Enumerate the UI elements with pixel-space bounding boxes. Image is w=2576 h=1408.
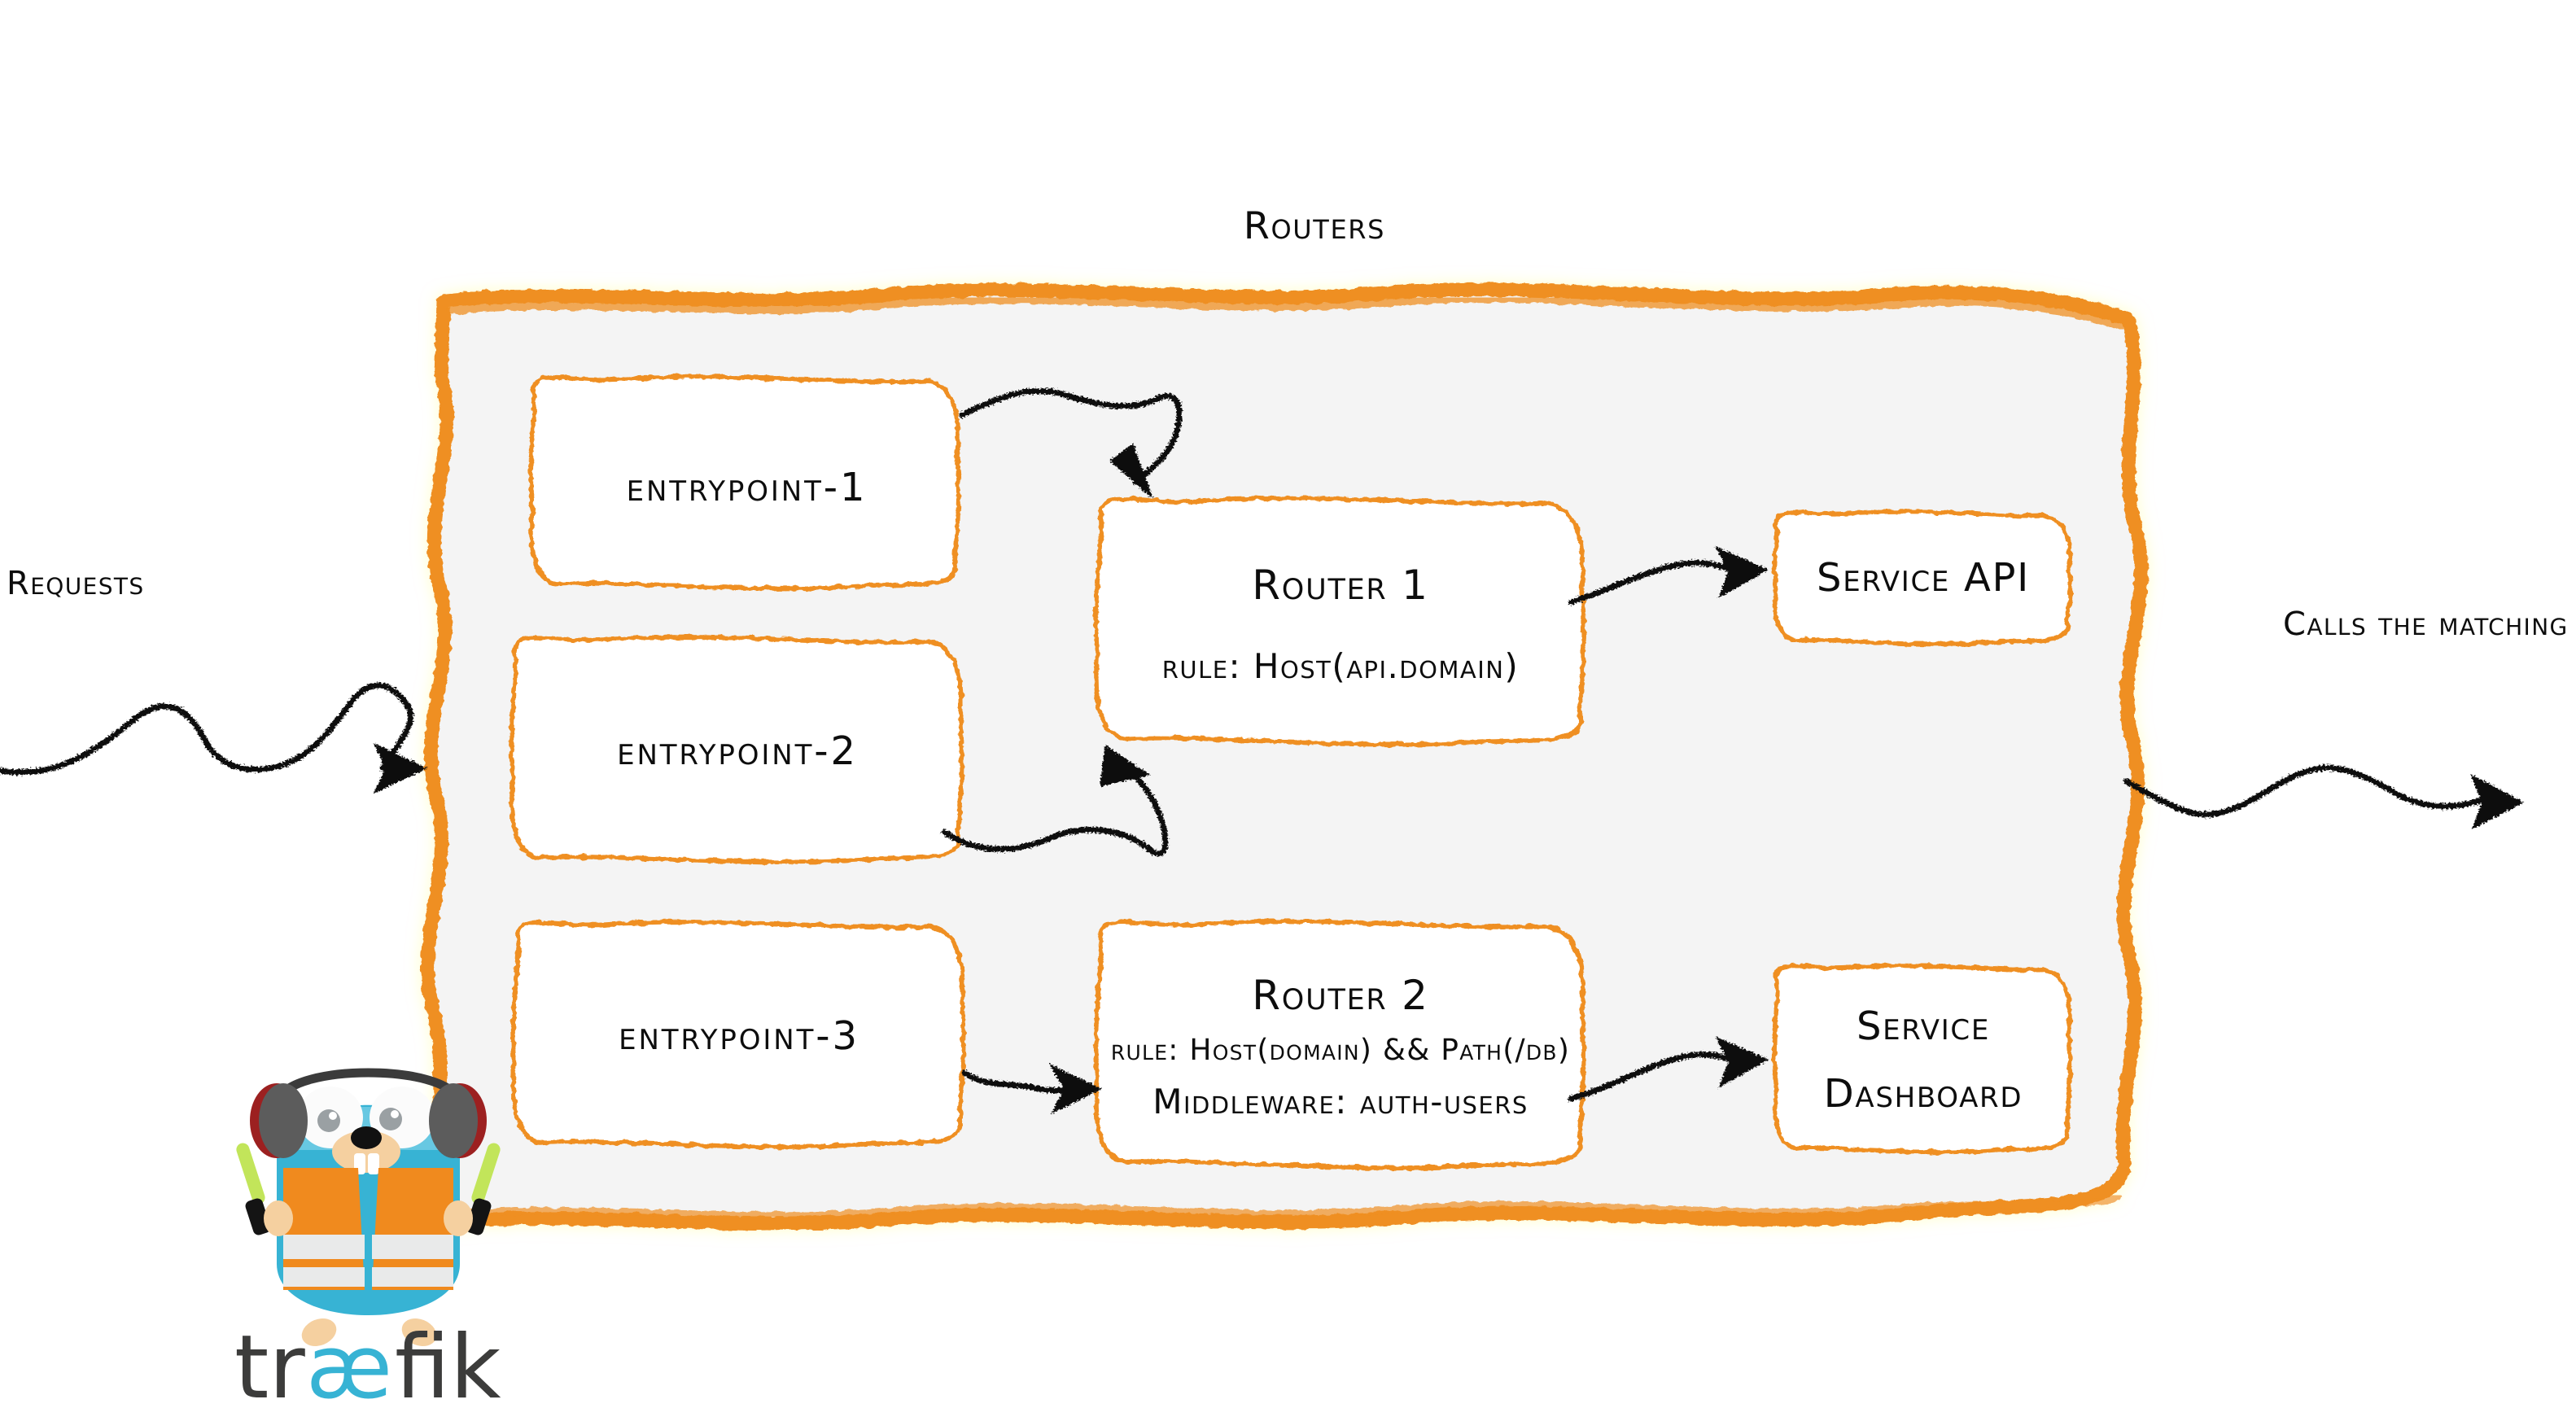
arrow-group bbox=[0, 387, 2525, 1115]
foot-left bbox=[301, 1318, 337, 1346]
wordmark-left: tr bbox=[234, 1317, 305, 1408]
earcup-right bbox=[429, 1083, 487, 1158]
arrow-ep2-router1 bbox=[941, 745, 1169, 857]
service-dashboard[interactable]: Service Dashboard bbox=[1774, 969, 2072, 1152]
muzzle bbox=[332, 1130, 400, 1173]
router-1-rule: rule: Host(api.domain) bbox=[1161, 645, 1520, 686]
router-1-box[interactable] bbox=[1093, 496, 1586, 747]
service-api[interactable]: Service API bbox=[1774, 514, 2072, 643]
service-dashboard-label-line1: Service bbox=[1857, 1003, 1990, 1049]
headphone-band bbox=[273, 1068, 463, 1104]
router-2[interactable]: Router 2 rule: Host(domain) && Path(/db)… bbox=[1097, 928, 1584, 1165]
pupil-right bbox=[379, 1108, 402, 1130]
traefik-logo-artwork: tr æ fik bbox=[234, 1068, 501, 1408]
page-title: Routers bbox=[0, 160, 2576, 291]
safety-vest bbox=[283, 1168, 453, 1290]
arrow-router2-servicedashboard bbox=[1568, 1035, 1769, 1102]
nose bbox=[351, 1126, 382, 1149]
entrypoint-1-label: entrypoint-1 bbox=[626, 465, 868, 510]
router-1-title: Router 1 bbox=[1252, 561, 1429, 609]
calls-matching-server-label: Calls the matching server bbox=[2283, 606, 2569, 643]
requests-label: Requests bbox=[7, 565, 145, 602]
service-dashboard-box[interactable] bbox=[1772, 963, 2073, 1155]
service-dashboard-label-line2: Dashboard bbox=[1823, 1071, 2023, 1117]
arrow-requests-in bbox=[0, 682, 428, 794]
routers-title-text: Routers bbox=[1243, 203, 1386, 247]
eye-right bbox=[370, 1087, 435, 1148]
entrypoint-3-label: entrypoint-3 bbox=[619, 1013, 859, 1059]
entrypoint-3-box[interactable] bbox=[510, 920, 966, 1149]
service-api-label: Service API bbox=[1817, 555, 2030, 601]
service-api-box[interactable] bbox=[1772, 509, 2073, 647]
router-2-title: Router 2 bbox=[1252, 972, 1429, 1019]
router-2-middleware: Middleware: auth-users bbox=[1152, 1082, 1529, 1122]
wordmark-ligature: æ bbox=[306, 1317, 392, 1408]
wordmark-right: fik bbox=[395, 1317, 501, 1408]
router-2-rule: rule: Host(domain) && Path(/db) bbox=[1110, 1034, 1571, 1067]
entrypoint-3[interactable]: entrypoint-3 bbox=[514, 928, 964, 1144]
marshalling-wand-right bbox=[466, 1143, 501, 1235]
traefik-wordmark: tr æ fik bbox=[234, 1317, 501, 1408]
arrow-ep1-router1 bbox=[959, 387, 1183, 499]
entrypoint-2[interactable]: entrypoint-2 bbox=[513, 643, 962, 859]
marshalling-wand-left bbox=[236, 1143, 271, 1235]
hand-left bbox=[264, 1200, 293, 1236]
arrow-ep3-router2 bbox=[961, 1063, 1102, 1115]
entrypoint-2-label: entrypoint-2 bbox=[617, 728, 858, 774]
router-2-box[interactable] bbox=[1093, 919, 1586, 1170]
pupil-left bbox=[317, 1109, 340, 1132]
traefik-gopher-logo: tr æ fik bbox=[228, 1046, 509, 1408]
earcup-left bbox=[250, 1083, 308, 1158]
arrow-router1-serviceapi bbox=[1568, 545, 1769, 606]
router-1[interactable]: Router 1 rule: Host(api.domain) bbox=[1097, 505, 1584, 742]
hand-right bbox=[444, 1200, 473, 1236]
entrypoint-1-box[interactable] bbox=[528, 374, 961, 591]
entrypoint-1[interactable]: entrypoint-1 bbox=[533, 389, 960, 586]
foot-right bbox=[401, 1318, 437, 1346]
tooth-right bbox=[368, 1153, 379, 1174]
arrow-calls-out bbox=[2123, 764, 2525, 830]
